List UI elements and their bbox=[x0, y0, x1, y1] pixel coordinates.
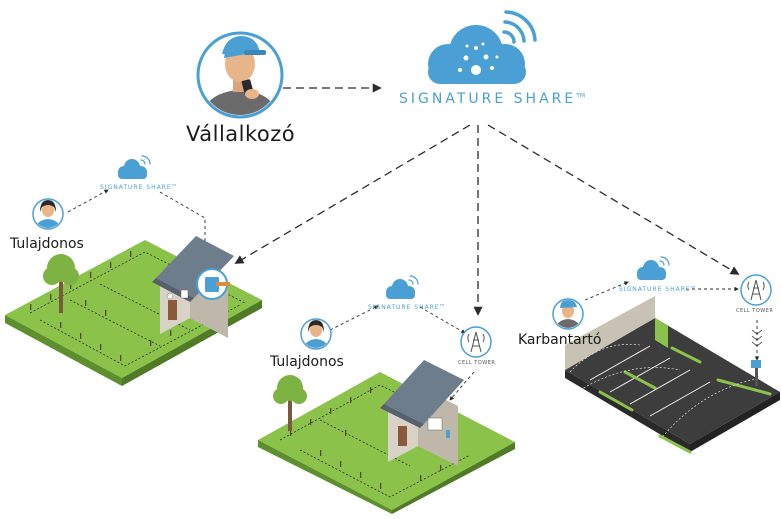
maintenance-label: Karbantartó bbox=[518, 332, 602, 348]
cloud-icon-small-center bbox=[386, 275, 419, 299]
brand-wordmark-main: SIGNATURE SHARETM bbox=[399, 91, 585, 107]
brand-name: SIGNATURE SHARE bbox=[368, 304, 440, 311]
connector-owner-center-to-cloud bbox=[329, 305, 475, 401]
brand-name: SIGNATURE SHARE bbox=[399, 91, 577, 107]
controller-highlight-icon bbox=[196, 268, 230, 300]
brand-trademark: TM bbox=[576, 92, 586, 100]
cloud-icon-small-left bbox=[118, 155, 151, 179]
connector-cloud-to-house-left bbox=[234, 124, 471, 264]
cell-tower-icon-center bbox=[460, 326, 492, 358]
cloud-icon-main bbox=[428, 10, 537, 84]
cell-tower-label-right: CELL TOWER bbox=[736, 308, 774, 314]
owner-center-label: Tulajdonos bbox=[270, 354, 344, 370]
scene-center-lawn bbox=[258, 372, 515, 514]
cell-tower-label-center: CELL TOWER bbox=[458, 360, 496, 366]
owner-left-avatar bbox=[32, 198, 64, 230]
owner-left-label: Tulajdonos bbox=[10, 236, 84, 252]
brand-name: SIGNATURE SHARE bbox=[619, 286, 691, 293]
maintenance-avatar bbox=[552, 298, 584, 330]
brand-trademark: TM bbox=[171, 183, 177, 187]
cloud-icon-small-right bbox=[637, 256, 670, 280]
scene-right-parking bbox=[565, 296, 780, 454]
brand-trademark: TM bbox=[439, 303, 445, 307]
tree-icon bbox=[273, 375, 307, 431]
brand-wordmark-center: SIGNATURE SHARETM bbox=[368, 303, 444, 311]
house-left bbox=[152, 236, 234, 338]
brand-name: SIGNATURE SHARE bbox=[100, 184, 172, 191]
tree-icon bbox=[43, 254, 79, 313]
signal-chevrons-icon bbox=[751, 329, 763, 347]
wifi-signal-icon bbox=[502, 10, 537, 44]
contractor-avatar bbox=[196, 31, 284, 119]
brand-wordmark-left: SIGNATURE SHARETM bbox=[100, 183, 176, 191]
connector-owner-left-to-cloud bbox=[67, 189, 208, 266]
brand-trademark: TM bbox=[690, 285, 696, 289]
controller-pole-icon bbox=[751, 360, 761, 386]
house-center bbox=[380, 360, 464, 466]
connector-cloud-to-tower-right bbox=[487, 124, 740, 275]
owner-center-avatar bbox=[300, 318, 332, 350]
cell-tower-icon-right bbox=[740, 274, 772, 306]
contractor-label: Vállalkozó bbox=[186, 122, 296, 146]
brand-wordmark-right: SIGNATURE SHARETM bbox=[619, 285, 695, 293]
